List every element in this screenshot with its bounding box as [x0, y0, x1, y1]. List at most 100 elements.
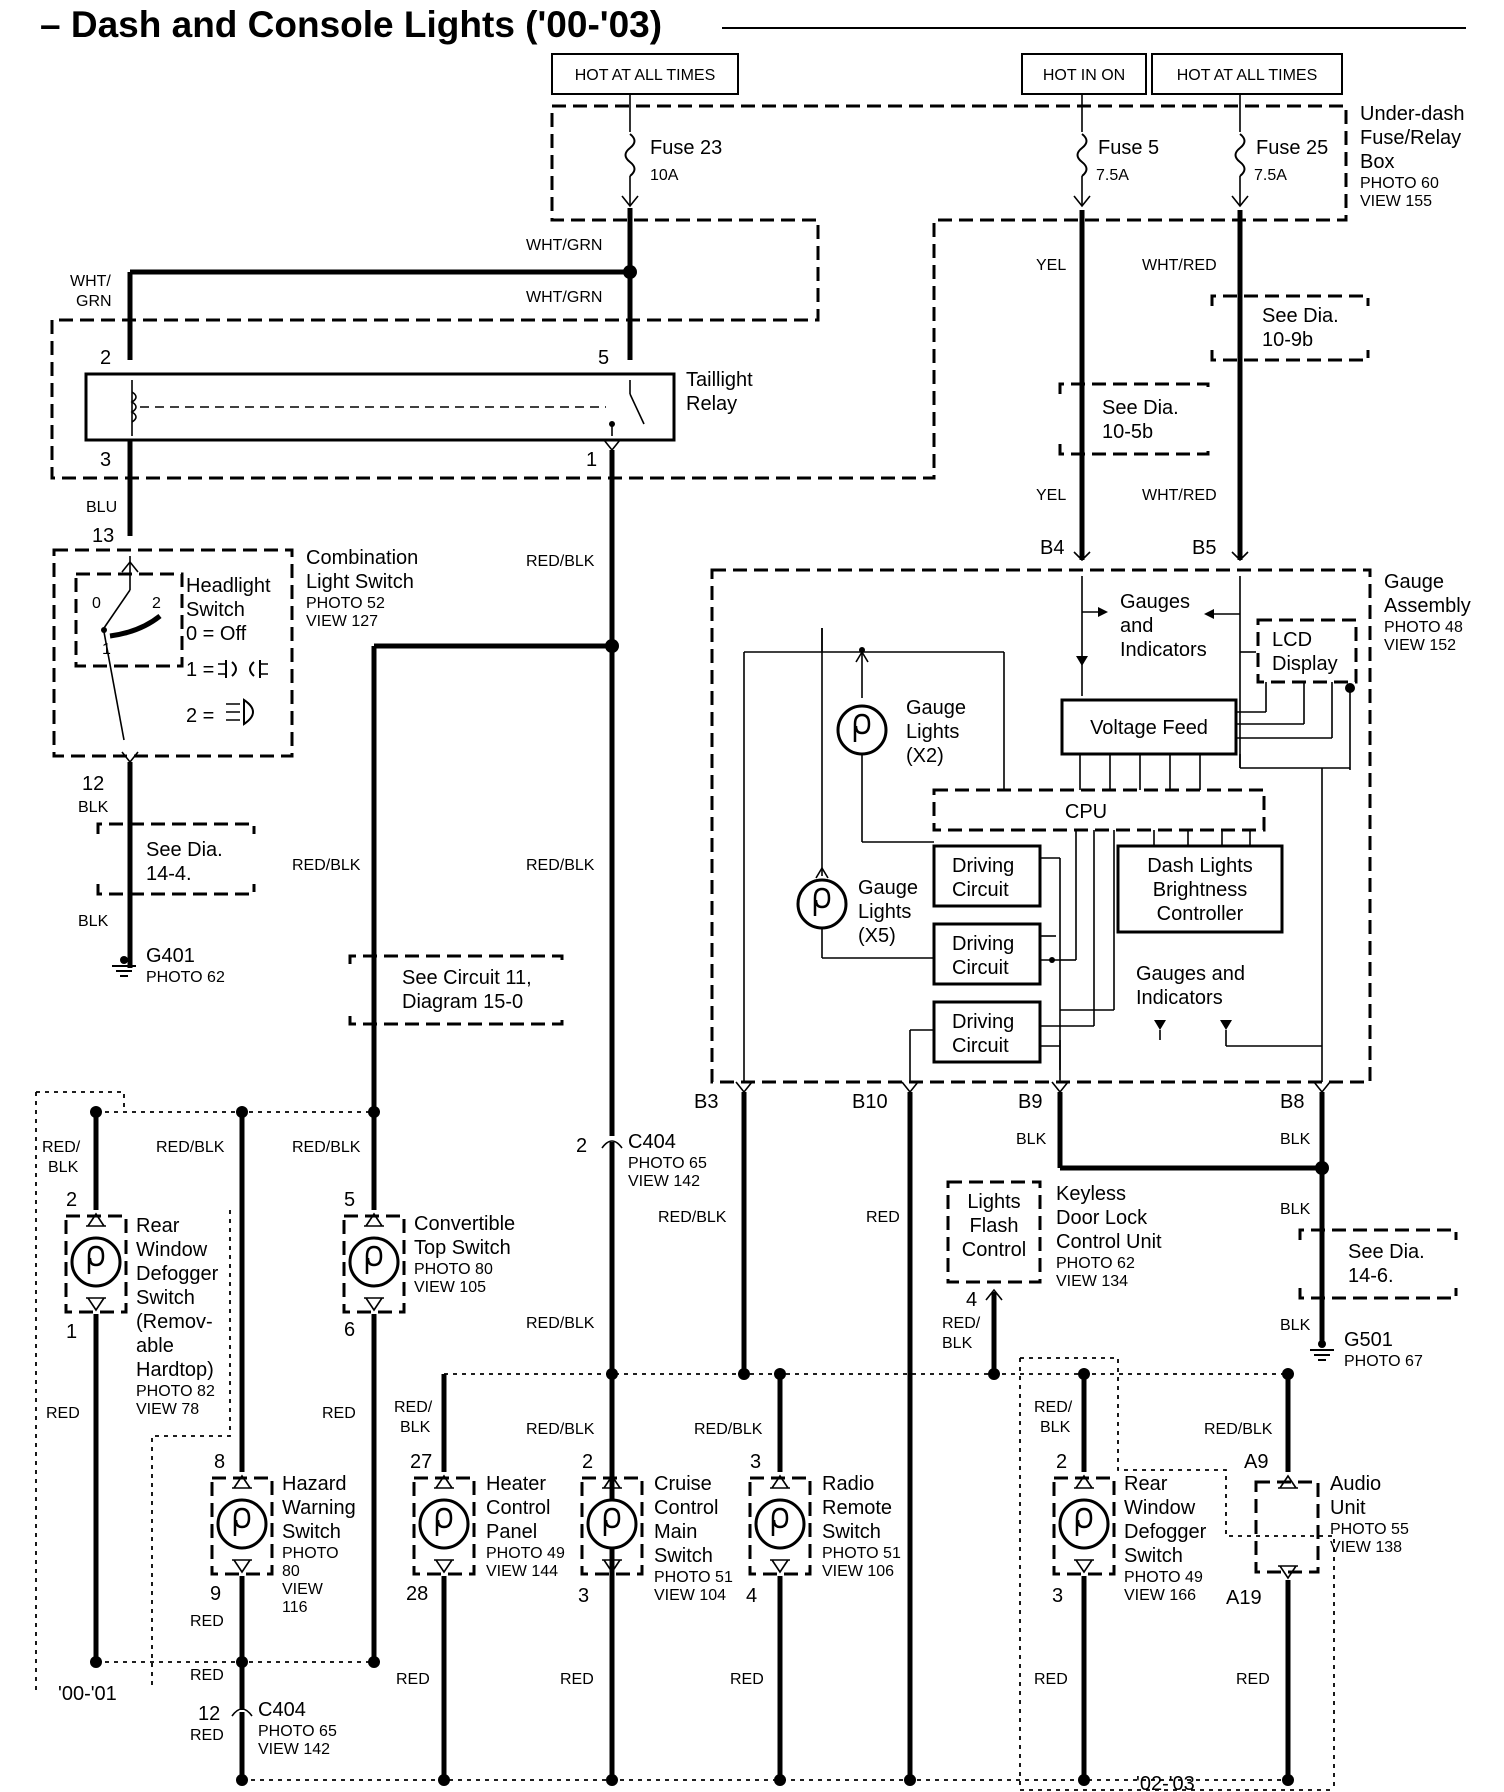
svg-text:Gauges: Gauges — [1120, 591, 1190, 613]
svg-text:G501: G501 — [1344, 1329, 1393, 1351]
fuse-5: Fuse 5 7.5A — [1073, 94, 1159, 208]
svg-text:YEL: YEL — [1036, 487, 1066, 504]
ground-g501: G501 PHOTO 67 — [1310, 1329, 1423, 1370]
hot-in-on-label: HOT IN ON — [1021, 53, 1147, 95]
svg-text:RED: RED — [730, 1671, 764, 1688]
svg-text:Gauges and: Gauges and — [1136, 963, 1245, 985]
fuse-relay-box-outline — [50, 104, 1348, 480]
blk-ground-wires: BLK BLK BLK BLK See Dia. 14-6. — [1016, 1092, 1458, 1342]
svg-text:HOT IN ON: HOT IN ON — [1043, 67, 1125, 84]
svg-text:Defogger: Defogger — [1124, 1521, 1207, 1543]
svg-text:VIEW 127: VIEW 127 — [306, 613, 378, 630]
svg-text:80: 80 — [282, 1563, 300, 1580]
svg-text:Dash Lights: Dash Lights — [1147, 855, 1253, 877]
svg-text:PHOTO 55: PHOTO 55 — [1330, 1521, 1409, 1538]
svg-text:PHOTO 49: PHOTO 49 — [486, 1545, 565, 1562]
svg-text:RED/: RED/ — [394, 1399, 433, 1416]
svg-text:PHOTO 65: PHOTO 65 — [628, 1155, 707, 1172]
svg-text:Fuse 23: Fuse 23 — [650, 137, 722, 159]
gauge-assembly-label: Gauge Assembly PHOTO 48 VIEW 152 — [1384, 571, 1471, 654]
svg-text:Circuit: Circuit — [952, 879, 1009, 901]
svg-text:Rear: Rear — [136, 1215, 180, 1237]
svg-text:RED/: RED/ — [942, 1315, 981, 1332]
svg-text:VIEW 155: VIEW 155 — [1360, 193, 1432, 210]
hazard-warning-switch: 8 9 Hazard Warning Switch PHOTO 80 VIEW … — [190, 1112, 356, 1744]
svg-text:VIEW 78: VIEW 78 — [136, 1401, 199, 1418]
svg-text:PHOTO: PHOTO — [282, 1545, 339, 1562]
svg-text:Gauge: Gauge — [906, 697, 966, 719]
svg-text:Switch: Switch — [654, 1545, 713, 1567]
svg-text:able: able — [136, 1335, 174, 1357]
svg-text:PHOTO 51: PHOTO 51 — [822, 1545, 901, 1562]
svg-text:BLK: BLK — [78, 913, 109, 930]
svg-text:and: and — [1120, 615, 1153, 637]
audio-unit: A9 A19 Audio Unit PHOTO 55 VIEW 138 RED — [1226, 1374, 1409, 1780]
svg-text:VIEW 166: VIEW 166 — [1124, 1587, 1196, 1604]
svg-text:VIEW 104: VIEW 104 — [654, 1587, 726, 1604]
svg-text:Switch: Switch — [1124, 1545, 1183, 1567]
svg-text:C404: C404 — [628, 1131, 676, 1153]
svg-text:0 = Off: 0 = Off — [186, 623, 247, 645]
svg-text:BLK: BLK — [1040, 1419, 1071, 1436]
svg-text:BLK: BLK — [78, 799, 109, 816]
svg-text:WHT/: WHT/ — [70, 273, 111, 290]
dash-lights-brightness-controller: Dash Lights Brightness Controller — [1116, 830, 1284, 934]
svg-text:WHT/RED: WHT/RED — [1142, 487, 1217, 504]
svg-text:C404: C404 — [258, 1699, 306, 1721]
svg-text:Combination: Combination — [306, 547, 418, 569]
svg-text:0: 0 — [92, 595, 101, 612]
wht-grn-wires: WHT/GRN WHT/GRN WHT/ GRN — [70, 208, 637, 360]
svg-text:See Dia.: See Dia. — [146, 839, 223, 861]
hot-at-all-times-label-left: HOT AT ALL TIMES — [551, 53, 739, 95]
combination-switch-label: Combination Light Switch PHOTO 52 VIEW 1… — [306, 547, 418, 630]
lcd-display: LCD Display — [1256, 618, 1358, 770]
driving-circuit-2: Driving Circuit — [932, 922, 1060, 986]
bottom-red-bus — [236, 1774, 1294, 1786]
svg-text:BLK: BLK — [48, 1159, 79, 1176]
svg-text:RED/BLK: RED/BLK — [156, 1139, 225, 1156]
svg-text:Fuse 25: Fuse 25 — [1256, 137, 1328, 159]
svg-text:A9: A9 — [1244, 1451, 1268, 1473]
parking-light-icon — [218, 660, 268, 678]
svg-text:Control: Control — [654, 1497, 718, 1519]
svg-text:HOT AT ALL TIMES: HOT AT ALL TIMES — [575, 67, 716, 84]
blu-wire: BLU 13 — [86, 440, 133, 547]
svg-text:Box: Box — [1360, 151, 1394, 173]
svg-text:Headlight: Headlight — [186, 575, 271, 597]
svg-text:2 =: 2 = — [186, 705, 214, 727]
svg-text:2: 2 — [152, 595, 161, 612]
svg-text:1: 1 — [66, 1321, 77, 1343]
svg-text:VIEW 106: VIEW 106 — [822, 1563, 894, 1580]
year-label-02-03: '02-'03 — [1136, 1773, 1195, 1792]
svg-text:Driving: Driving — [952, 1011, 1014, 1033]
svg-text:Cruise: Cruise — [654, 1473, 712, 1495]
svg-text:RED: RED — [46, 1405, 80, 1422]
svg-text:7.5A: 7.5A — [1254, 167, 1287, 184]
svg-text:1: 1 — [586, 449, 597, 471]
svg-text:Control: Control — [486, 1497, 550, 1519]
svg-text:Door Lock: Door Lock — [1056, 1207, 1148, 1229]
svg-text:Circuit: Circuit — [952, 1035, 1009, 1057]
svg-text:RED/BLK: RED/BLK — [292, 1139, 361, 1156]
svg-text:PHOTO 60: PHOTO 60 — [1360, 175, 1439, 192]
svg-text:Taillight: Taillight — [686, 369, 753, 391]
svg-text:Control Unit: Control Unit — [1056, 1231, 1162, 1253]
svg-text:VIEW 105: VIEW 105 — [414, 1279, 486, 1296]
svg-text:3: 3 — [1052, 1585, 1063, 1607]
svg-text:Switch: Switch — [136, 1287, 195, 1309]
svg-text:RED/: RED/ — [1034, 1399, 1073, 1416]
svg-text:GRN: GRN — [76, 293, 112, 310]
svg-text:PHOTO 51: PHOTO 51 — [654, 1569, 733, 1586]
voltage-feed-box: Voltage Feed — [1060, 698, 1350, 790]
svg-text:5: 5 — [344, 1189, 355, 1211]
svg-text:RED/BLK: RED/BLK — [1204, 1421, 1273, 1438]
svg-text:Unit: Unit — [1330, 1497, 1366, 1519]
svg-text:Control: Control — [962, 1239, 1026, 1261]
svg-text:Panel: Panel — [486, 1521, 537, 1543]
c404-connector-bottom: 12 C404 PHOTO 65 VIEW 142 — [198, 1699, 337, 1780]
svg-text:BLK: BLK — [1280, 1131, 1311, 1148]
svg-text:Window: Window — [136, 1239, 208, 1261]
b10-red-wire: RED — [866, 1092, 916, 1786]
svg-text:BLK: BLK — [400, 1419, 431, 1436]
